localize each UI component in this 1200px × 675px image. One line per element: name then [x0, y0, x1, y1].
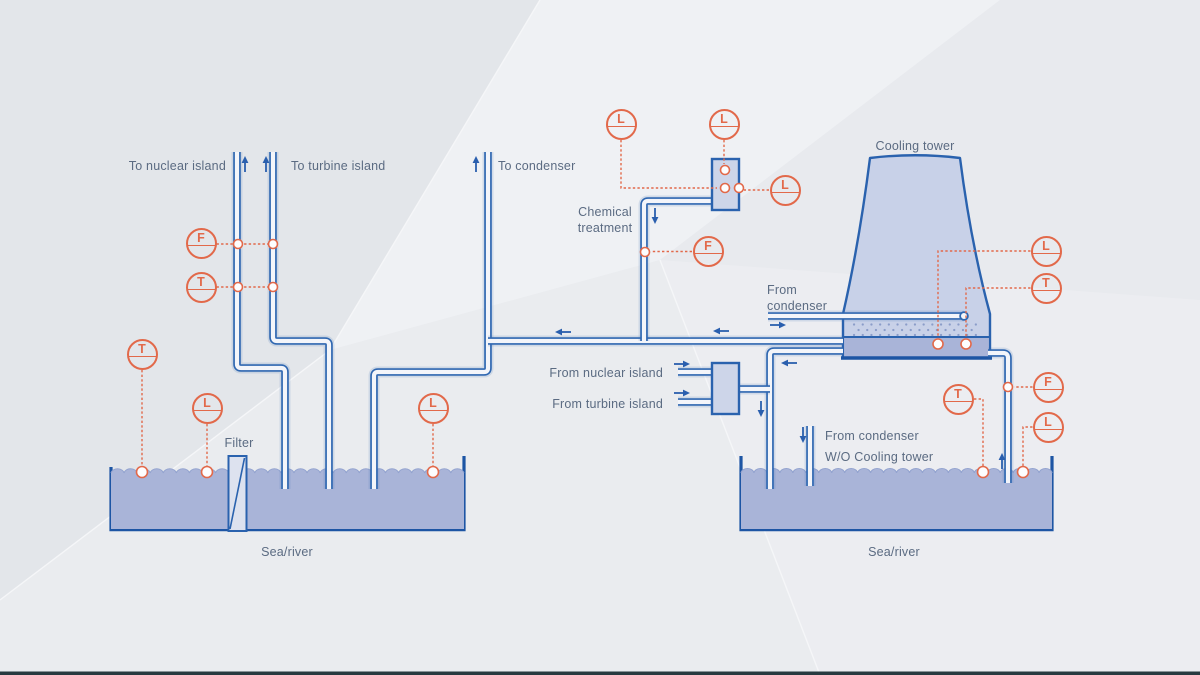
- instrument-letter: T: [1042, 276, 1050, 290]
- instrument-intake-flow: F: [185, 227, 217, 259]
- instrument-letter: T: [197, 275, 205, 289]
- label-chemical-treatment: Chemical treatment: [577, 205, 633, 236]
- instrument-letter: T: [954, 387, 962, 401]
- instrument-letter: L: [617, 112, 625, 126]
- instrument-tower-basin-level: L: [1030, 235, 1062, 267]
- instrument-chemical-level-right: L: [769, 174, 801, 206]
- instrument-letter: L: [720, 112, 728, 126]
- label-cooling-tower: Cooling tower: [875, 139, 955, 153]
- spray-dots: [852, 323, 982, 337]
- label-to-nuclear-island: To nuclear island: [128, 159, 226, 173]
- instrument-chemical-flow: F: [692, 235, 724, 267]
- label-from-condenser-wo-2: W/O Cooling tower: [825, 450, 934, 464]
- label-sea-river-left: Sea/river: [261, 545, 313, 559]
- instrument-letter: L: [1042, 239, 1050, 253]
- instrument-letter: F: [197, 231, 205, 245]
- instrument-letter: L: [1044, 415, 1052, 429]
- instrument-letter: L: [203, 396, 211, 410]
- instrument-tower-basin-temperature: T: [1030, 272, 1062, 304]
- bottom-edge-strip: [0, 671, 1200, 675]
- instrument-left-basin-temperature: T: [126, 338, 158, 370]
- instrument-letter: T: [138, 342, 146, 356]
- instrument-left-basin-level-1: L: [191, 392, 223, 424]
- instrument-letter: F: [704, 239, 712, 253]
- label-from-turbine-island: From turbine island: [552, 397, 663, 411]
- label-sea-river-right: Sea/river: [868, 545, 920, 559]
- flow-arrows: [241, 156, 1006, 469]
- distribution-pipe-end: [959, 311, 969, 321]
- label-to-condenser: To condenser: [498, 159, 576, 173]
- label-from-condenser-wo-1: From condenser: [825, 429, 919, 443]
- cooling-tower-shape: [841, 154, 992, 360]
- instrument-letter: L: [429, 396, 437, 410]
- label-filter: Filter: [224, 436, 254, 450]
- tower-basin-water: [844, 337, 989, 357]
- label-to-turbine-island: To turbine island: [291, 159, 386, 173]
- label-from-condenser: From condenser: [767, 283, 828, 314]
- label-from-nuclear-island: From nuclear island: [549, 366, 663, 380]
- instrument-intake-temperature: T: [185, 271, 217, 303]
- instrument-right-basin-level: L: [1032, 411, 1064, 443]
- filter-symbol: [227, 455, 248, 532]
- instrument-makeup-flow: F: [1032, 371, 1064, 403]
- return-manifold-box: [710, 361, 741, 416]
- instrument-left-basin-level-2: L: [417, 392, 449, 424]
- instrument-lines: [141, 140, 1033, 466]
- instrument-taps: [135, 164, 1030, 479]
- pipes: [237, 152, 1008, 489]
- instrument-chemical-level-top: L: [708, 108, 740, 140]
- instrument-letter: F: [1044, 375, 1052, 389]
- right-basin: [739, 456, 1054, 532]
- instrument-chemical-level-left: L: [605, 108, 637, 140]
- instrument-letter: L: [781, 178, 789, 192]
- instrument-right-basin-temperature: T: [942, 383, 974, 415]
